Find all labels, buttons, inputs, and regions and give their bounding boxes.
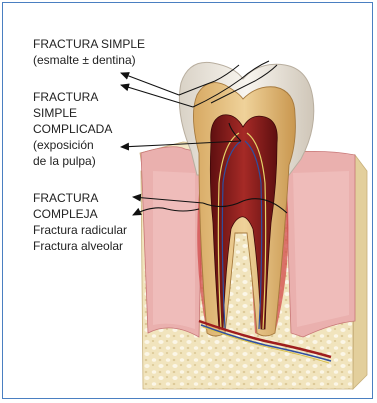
label-fractura-simple: FRACTURA SIMPLE (esmalte ± dentina): [33, 36, 145, 68]
label-fractura-compleja: FRACTURA COMPLEJA Fractura radicular Fra…: [33, 190, 127, 254]
diagram-frame: FRACTURA SIMPLE (esmalte ± dentina) FRAC…: [2, 2, 373, 399]
label-fractura-simple-complicada: FRACTURA SIMPLE COMPLICADA (exposición d…: [33, 89, 112, 169]
